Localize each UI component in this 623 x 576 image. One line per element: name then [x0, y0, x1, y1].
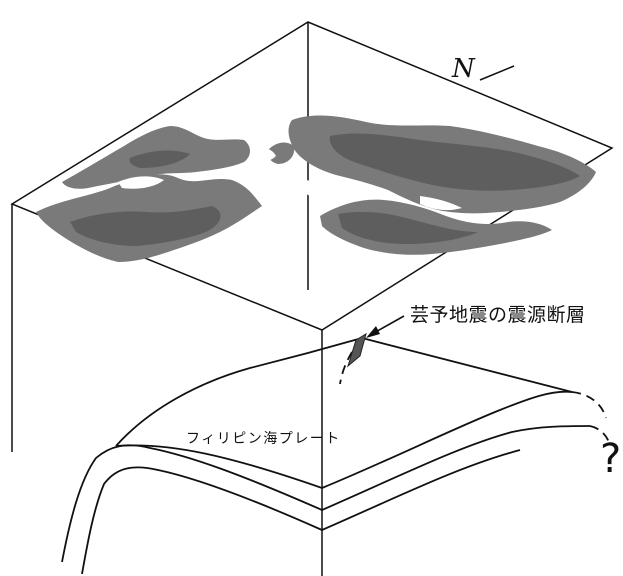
fault-plane — [347, 332, 367, 368]
plate-label: フィリピン海プレート — [186, 431, 341, 447]
plate-surfaces — [61, 337, 591, 575]
plate-ridge-line — [361, 337, 573, 393]
plate-lower-surface-right — [321, 425, 591, 511]
plate-upper-surface-left — [115, 337, 363, 447]
north-label: N — [452, 54, 475, 84]
terrain-relief-dark — [70, 133, 580, 246]
top-surface-outline — [10, 21, 614, 331]
plate-lower-slab-outer — [81, 466, 323, 575]
plate-lower-right-edge — [321, 449, 521, 531]
plate-lower-slab-left — [61, 444, 323, 563]
arrow-icon — [366, 315, 405, 338]
plate-dashed-edges — [339, 351, 611, 447]
fault-label: 芸予地震の震源断層 — [410, 304, 586, 326]
north-arrow-icon — [479, 65, 515, 81]
question-mark: ? — [600, 436, 622, 482]
plate-lower-surface-front — [115, 444, 323, 489]
sea-gaps — [118, 148, 462, 211]
block-outline — [10, 21, 614, 576]
plate-upper-surface-right — [321, 390, 573, 489]
